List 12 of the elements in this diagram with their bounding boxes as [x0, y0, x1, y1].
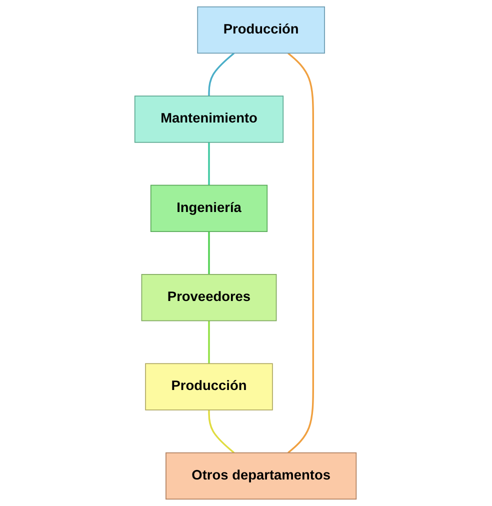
connector — [208, 320, 210, 364]
connector — [208, 52, 236, 96]
node-box: Otros departamentos — [166, 452, 358, 500]
connector — [288, 52, 314, 454]
node-box: Mantenimiento — [134, 96, 284, 143]
connector — [208, 410, 236, 454]
node-box: Producción — [198, 6, 326, 54]
node-box: Producción — [146, 363, 274, 410]
node-box: Ingeniería — [150, 184, 268, 232]
node-box: Proveedores — [142, 274, 278, 322]
connector — [208, 232, 210, 274]
connector — [208, 142, 210, 186]
